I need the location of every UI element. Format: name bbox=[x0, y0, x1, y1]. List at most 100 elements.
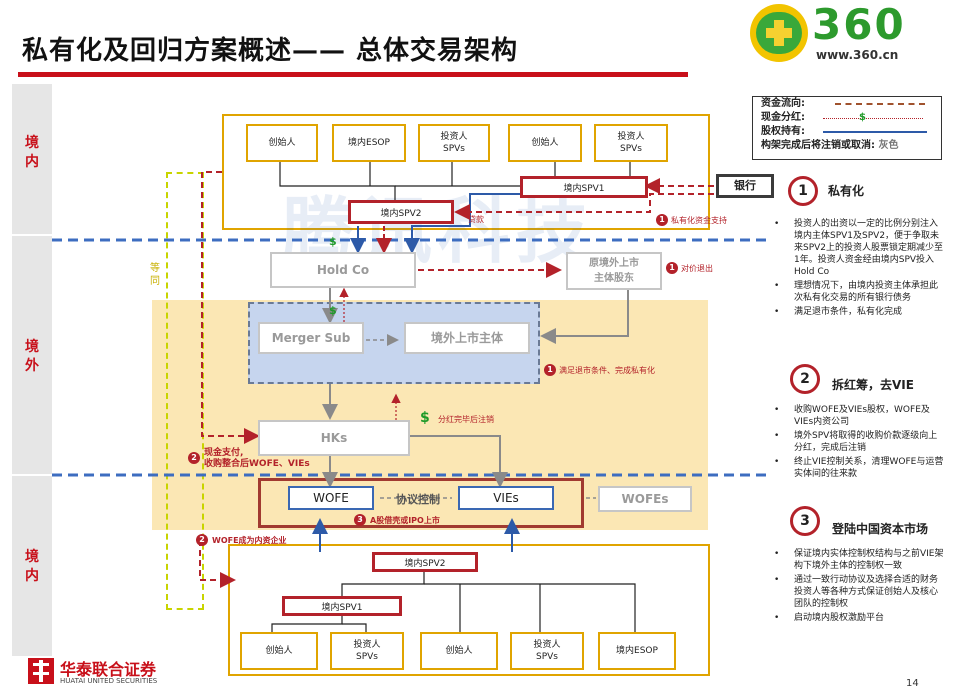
legend-dollar-icon: $ bbox=[859, 112, 866, 123]
top-domestic-region bbox=[222, 114, 710, 230]
merger-sub-box: Merger Sub bbox=[258, 322, 364, 354]
section-3-item: 启动境内股权激励平台 bbox=[768, 612, 946, 624]
title-underline bbox=[18, 72, 688, 77]
page-title: 私有化及回归方案概述—— 总体交易架构 bbox=[22, 36, 519, 66]
section-2-number: 2 bbox=[790, 364, 820, 394]
section-1-title: 私有化 bbox=[828, 184, 865, 198]
orig-shareholder-box: 原境外上市 主体股东 bbox=[566, 252, 662, 290]
annotation-badge: 1 bbox=[656, 214, 668, 226]
bottom-investor-a-box: 投资人 SPVs bbox=[330, 632, 404, 670]
bottom-founder-b-box: 创始人 bbox=[420, 632, 498, 670]
dollar-icon: $ bbox=[329, 304, 337, 317]
dollar-icon: $ bbox=[420, 410, 430, 426]
legend-cash-label: 资金流向: bbox=[761, 98, 805, 109]
section-3-number: 3 bbox=[790, 506, 820, 536]
annotation-a-share-listing: A股借壳或IPO上市 bbox=[370, 516, 440, 525]
top-founder-a-box: 创始人 bbox=[246, 124, 318, 162]
bottom-investor-b-box: 投资人 SPVs bbox=[510, 632, 584, 670]
top-investor-b-box: 投资人 SPVs bbox=[594, 124, 668, 162]
legend-dividend-line bbox=[823, 118, 923, 119]
bank-box: 银行 bbox=[716, 174, 774, 198]
page-number: 14 bbox=[906, 678, 919, 689]
legend-dividend-label: 现金分红: bbox=[761, 112, 805, 123]
section-1-item: 投资人的出资以一定的比例分别注入境内主体SPV1及SPV2，便于争取未来SPV2… bbox=[768, 218, 946, 278]
top-founder-b-label: 创始人 bbox=[531, 138, 559, 148]
top-esop-label: 境内ESOP bbox=[348, 138, 390, 148]
bottom-founder-a-box: 创始人 bbox=[240, 632, 318, 670]
listed-entity-label: 境外上市主体 bbox=[430, 330, 503, 345]
annotation-domestic-wofe: WOFE成为内资企业 bbox=[212, 536, 287, 545]
annotation-badge: 2 bbox=[196, 534, 208, 546]
bottom-investor-b-label: 投资人 SPVs bbox=[533, 640, 561, 662]
legend-cancel-color: 灰色 bbox=[878, 140, 899, 151]
section-1-item: 满足退市条件，私有化完成 bbox=[768, 306, 946, 318]
bottom-founder-a-label: 创始人 bbox=[265, 646, 293, 656]
agreement-label: 协议控制 bbox=[396, 493, 440, 506]
huatai-brand-en: HUATAI UNITED SECURITIES bbox=[60, 677, 158, 685]
hks-label: HKs bbox=[320, 430, 348, 445]
bank-label: 银行 bbox=[734, 179, 756, 192]
hks-box: HKs bbox=[258, 420, 410, 456]
top-spv2-label: 境内SPV2 bbox=[380, 208, 422, 219]
section-2-title: 拆红筹，去VIE bbox=[832, 378, 914, 392]
section-1-list: 投资人的出资以一定的比例分别注入境内主体SPV1及SPV2，便于争取未来SPV2… bbox=[768, 218, 946, 320]
loan-note: 贷款 bbox=[468, 215, 484, 224]
bottom-spv2-label: 境内SPV2 bbox=[404, 558, 446, 569]
annotation-badge: 1 bbox=[544, 364, 556, 376]
top-spv1-label: 境内SPV1 bbox=[563, 183, 605, 194]
top-founder-b-box: 创始人 bbox=[508, 124, 582, 162]
holdco-label: Hold Co bbox=[316, 262, 370, 277]
wofes-gray-box: WOFEs bbox=[598, 486, 692, 512]
wofe-vie-frame bbox=[258, 478, 584, 528]
section-2-item: 收购WOFE及VIEs股权，WOFE及VIEs内资公司 bbox=[768, 404, 946, 428]
orig-shareholder-label: 原境外上市 主体股东 bbox=[589, 258, 639, 284]
top-founder-a-label: 创始人 bbox=[268, 138, 296, 148]
top-esop-box: 境内ESOP bbox=[332, 124, 406, 162]
band-domestic-top bbox=[12, 84, 52, 234]
logo-360: 360 www.360.cn bbox=[748, 0, 948, 66]
listed-entity-box: 境外上市主体 bbox=[404, 322, 530, 354]
band-overseas bbox=[12, 236, 52, 474]
annotation-cash-payment: 现金支付, 收购整合后WOFE、VIEs bbox=[204, 448, 310, 469]
bottom-spv1-box: 境内SPV1 bbox=[282, 596, 402, 616]
section-3-item: 通过一致行动协议及选择合适的财务投资人等各种方式保证创始人及核心团队的控制权 bbox=[768, 574, 946, 610]
section-2-list: 收购WOFE及VIEs股权，WOFE及VIEs内资公司 境外SPV将取得的收购价… bbox=[768, 404, 946, 482]
vies-label: VIEs bbox=[493, 491, 519, 505]
section-1-item: 理想情况下，由境内投资主体承担此次私有化交易的所有银行债务 bbox=[768, 280, 946, 304]
legend-cash-line bbox=[835, 103, 925, 105]
annotation-badge: 3 bbox=[354, 514, 366, 526]
annotation-exit: 对价退出 bbox=[681, 264, 713, 273]
equivalence-frame bbox=[166, 172, 204, 610]
logo-plus-icon bbox=[750, 4, 808, 62]
bottom-domestic-region bbox=[228, 544, 710, 676]
bottom-investor-a-label: 投资人 SPVs bbox=[353, 640, 381, 662]
band-label-middle: 境外 bbox=[25, 339, 39, 374]
logo-360-number: 360 bbox=[812, 0, 906, 49]
section-3-item: 保证境内实体控制权结构与之前VIE架构下境外主体的控制权一致 bbox=[768, 548, 946, 572]
top-investor-a-label: 投资人 SPVs bbox=[440, 132, 468, 154]
bottom-spv2-box: 境内SPV2 bbox=[372, 552, 478, 572]
legend-dividend-row: 现金分红: $ bbox=[753, 111, 941, 125]
section-3-title: 登陆中国资本市场 bbox=[832, 522, 929, 536]
legend-cash-row: 资金流向: bbox=[753, 97, 941, 111]
top-investor-a-box: 投资人 SPVs bbox=[418, 124, 490, 162]
wofe-box: WOFE bbox=[288, 486, 374, 510]
bottom-founder-b-label: 创始人 bbox=[445, 646, 473, 656]
annotation-financing: 私有化资金支持 bbox=[671, 216, 727, 225]
section-3-list: 保证境内实体控制权结构与之前VIE架构下境外主体的控制权一致 通过一致行动协议及… bbox=[768, 548, 946, 626]
legend-cancel-row: 构架完成后将注销或取消: 灰色 bbox=[753, 139, 941, 153]
equivalence-label: 等 同 bbox=[150, 263, 160, 287]
dollar-icon: $ bbox=[329, 235, 337, 248]
band-label-top: 境内 bbox=[25, 135, 39, 170]
band-domestic-bottom bbox=[12, 476, 52, 656]
top-investor-b-label: 投资人 SPVs bbox=[617, 132, 645, 154]
section-1-number: 1 bbox=[788, 176, 818, 206]
merger-sub-label: Merger Sub bbox=[271, 330, 351, 345]
legend-equity-line bbox=[823, 131, 927, 133]
legend: 资金流向: 现金分红: $ 股权持有: 构架完成后将注销或取消: 灰色 bbox=[752, 96, 942, 160]
annotation-badge: 1 bbox=[666, 262, 678, 274]
top-spv2-box: 境内SPV2 bbox=[348, 200, 454, 224]
bottom-spv1-label: 境内SPV1 bbox=[321, 602, 363, 613]
legend-equity-label: 股权持有: bbox=[761, 126, 805, 137]
